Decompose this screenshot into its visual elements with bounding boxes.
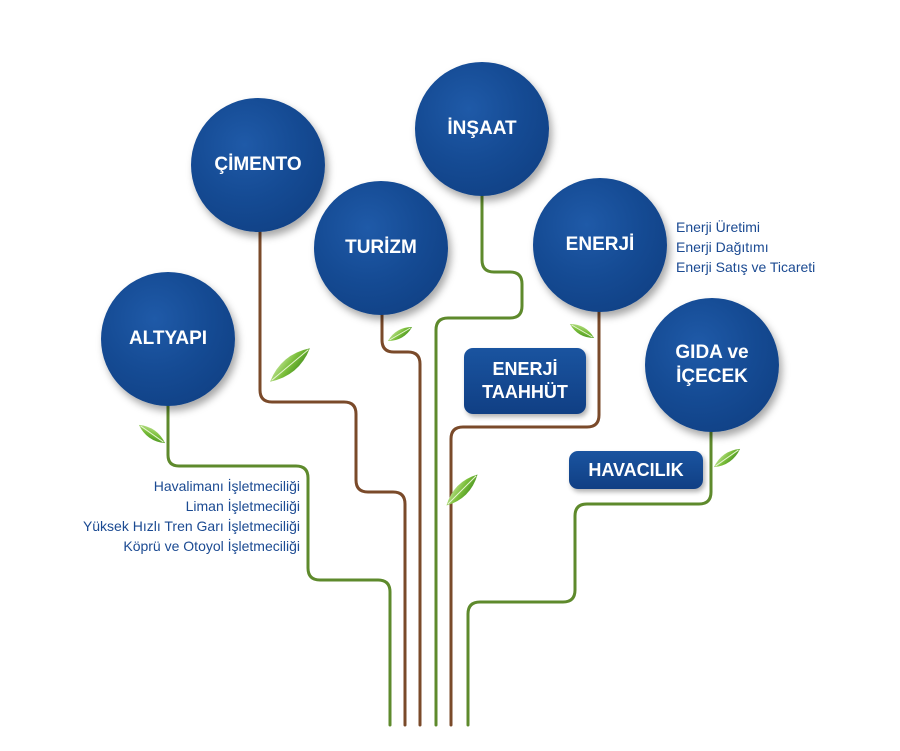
stem-gida	[466, 428, 713, 727]
enerji-subitems: Enerji Üretimi Enerji Dağıtımı Enerji Sa…	[676, 217, 876, 277]
node-turizm-label: TURİZM	[345, 237, 417, 258]
node-insaat-label: İNŞAAT	[447, 118, 517, 139]
altyapi-subitem: Yüksek Hızlı Tren Garı İşletmeciliği	[82, 518, 300, 534]
leaf-altyapi	[138, 424, 166, 444]
stem-altyapi	[166, 403, 392, 727]
leaf-turizm	[387, 327, 413, 341]
node-enerji: ENERJİ	[533, 178, 667, 312]
enerji-subitem: Enerji Satış ve Ticareti	[676, 259, 816, 275]
node-insaat: İNŞAAT	[415, 62, 549, 196]
node-altyapi-label: ALTYAPI	[128, 328, 208, 349]
node-cimento-label: ÇİMENTO	[214, 154, 302, 175]
altyapi-subitems: Havalimanı İşletmeciliği Liman İşletmeci…	[40, 476, 300, 556]
pill-enerji-taahhut: ENERJİ TAAHHÜT	[464, 348, 586, 414]
stem-turizm	[380, 311, 422, 727]
pill-enerji-taahhut-line2: TAAHHÜT	[482, 382, 568, 402]
pill-havacilik: HAVACILIK	[569, 451, 703, 489]
altyapi-subitem: Liman İşletmeciliği	[185, 498, 300, 514]
node-turizm: TURİZM	[314, 181, 448, 315]
node-gida-label-line1: GIDA ve	[675, 342, 749, 363]
leaf-enerji	[569, 324, 595, 338]
stem-enerji	[449, 308, 601, 727]
altyapi-subitem: Havalimanı İşletmeciliği	[153, 478, 300, 494]
node-enerji-label: ENERJİ	[565, 234, 635, 255]
enerji-subitem: Enerji Üretimi	[676, 219, 761, 235]
leaf-gida	[713, 448, 741, 468]
node-gida-label-line2: İÇECEK	[676, 366, 748, 387]
pill-enerji-taahhut-line1: ENERJİ	[492, 359, 558, 379]
node-cimento: ÇİMENTO	[191, 98, 325, 232]
altyapi-subitem: Köprü ve Otoyol İşletmeciliği	[123, 538, 300, 554]
pill-havacilik-label: HAVACILIK	[588, 459, 684, 480]
enerji-subitem: Enerji Dağıtımı	[676, 239, 769, 255]
leaf-center	[446, 474, 478, 506]
stem-cimento	[258, 230, 407, 727]
stem-insaat	[434, 193, 524, 727]
node-gida-icecek: GIDA ve İÇECEK	[645, 298, 779, 432]
node-altyapi: ALTYAPI	[101, 272, 235, 406]
leaf-cimento	[270, 348, 310, 382]
